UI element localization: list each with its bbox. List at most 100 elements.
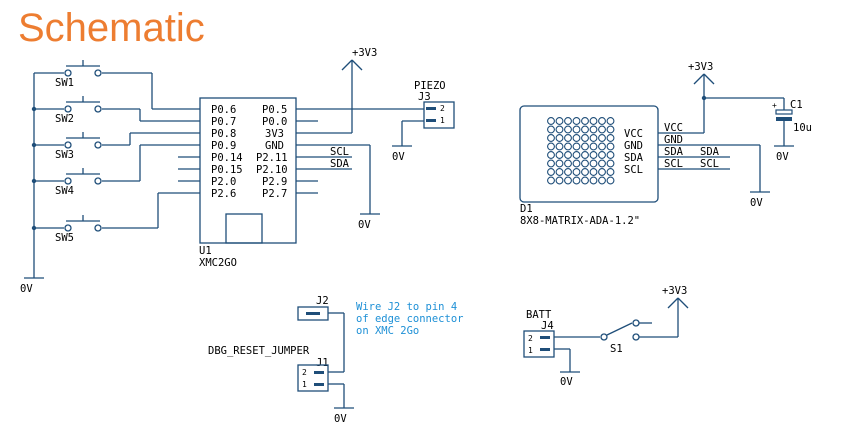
switch-sw1-label: SW1 [55, 77, 74, 89]
led-dot [572, 168, 581, 176]
led-dot [598, 159, 606, 168]
led-dot [606, 125, 615, 134]
led-dot [564, 142, 572, 151]
j1-connector [297, 364, 329, 392]
led-dot [572, 151, 581, 159]
d1-pin-gnd-outer: GND [664, 134, 683, 146]
u1-pin-p0-9: P0.9 [211, 140, 236, 152]
led-dot [564, 176, 572, 185]
led-dot [581, 176, 589, 185]
led-dot [589, 176, 598, 185]
u1-pin-p0-0: P0.0 [262, 116, 287, 128]
led-dot [598, 168, 606, 176]
j1-pin-2 [314, 371, 324, 374]
u1-pin-p2-9: P2.9 [262, 176, 287, 188]
piezo-pin-1-label: 1 [440, 116, 445, 125]
d1-pin-scl-outer: SCL [664, 158, 683, 170]
u1-pin-p2-6: P2.6 [211, 188, 236, 200]
u1-pin-p2-0: P2.0 [211, 176, 236, 188]
u1-value: XMC2GO [199, 257, 237, 269]
j1-pin-1 [314, 383, 324, 386]
led-dot [564, 117, 572, 125]
led-dot [555, 134, 564, 142]
j4-pin-2-label: 2 [528, 334, 533, 343]
led-dot [564, 168, 572, 176]
page-title: Schematic [18, 6, 205, 50]
led-dot [572, 125, 581, 134]
piezo-name: PIEZO [414, 80, 446, 92]
j4-connector [523, 330, 555, 358]
piezo-pin-2-label: 2 [440, 104, 445, 113]
supply-label-d1: +3V3 [688, 61, 713, 73]
j2-pin [306, 312, 320, 315]
batt-name: BATT [526, 309, 552, 321]
j1-ref: J1 [316, 357, 329, 369]
ground-label-piezo: 0V [392, 151, 405, 163]
note-line-2: of edge connector [356, 313, 463, 325]
led-dot [581, 125, 589, 134]
s1-ref: S1 [610, 343, 623, 355]
piezo-pin-2 [426, 107, 436, 110]
note-line-3: on XMC 2Go [356, 325, 419, 337]
led-dot [547, 168, 555, 176]
led-dot [606, 134, 615, 142]
d1-pin-vcc-inner: VCC [624, 128, 643, 140]
net-label-scl-d1: SCL [700, 158, 719, 170]
led-dot [589, 168, 598, 176]
d1-pin-gnd-inner: GND [624, 140, 643, 152]
led-dot [547, 142, 555, 151]
led-dot [581, 117, 589, 125]
switch-sw1 [34, 60, 200, 110]
net-label-scl-u1: SCL [330, 146, 349, 158]
switch-sw3-label: SW3 [55, 149, 74, 161]
supply-label-u1: +3V3 [352, 47, 377, 59]
j4-pin-1-label: 1 [528, 346, 533, 355]
led-dot [555, 159, 564, 168]
led-dot [589, 134, 598, 142]
d1-value: 8X8-MATRIX-ADA-1.2" [520, 215, 640, 227]
switch-sw3 [34, 132, 200, 149]
c1-plate-top [775, 109, 793, 115]
j1-pin-1-label: 1 [302, 380, 307, 389]
u1-right-pin-stubs [296, 120, 318, 194]
ground-label-c1: 0V [776, 151, 789, 163]
u1-pin-p0-5: P0.5 [262, 104, 287, 116]
switch-junction-5 [31, 225, 37, 231]
d1-ref: D1 [520, 203, 533, 215]
ground-label-j4: 0V [560, 376, 573, 388]
u1-pin-3v3: 3V3 [265, 128, 284, 140]
switch-sw4-label: SW4 [55, 185, 74, 197]
led-dot [606, 168, 615, 176]
led-dot [555, 125, 564, 134]
switch-junction-4 [31, 178, 37, 184]
led-dot [581, 168, 589, 176]
ground-label-switches: 0V [20, 283, 33, 295]
d1-pin-sda-inner: SDA [624, 152, 644, 164]
led-dot [606, 117, 615, 125]
c1-ref: C1 [790, 99, 803, 111]
led-dot [581, 134, 589, 142]
c1-polarity: + [772, 101, 777, 110]
led-dot [555, 117, 564, 125]
led-dot [589, 159, 598, 168]
u1-usb-connector [225, 213, 263, 244]
led-dot [555, 176, 564, 185]
batt-ref: J4 [541, 320, 554, 332]
led-dot [572, 134, 581, 142]
u1-left-pin-stubs [178, 156, 200, 182]
u1-pin-p2-11: P2.11 [256, 152, 288, 164]
piezo-connector [423, 101, 455, 129]
j4-pin-1 [540, 348, 550, 351]
switch-sw2-label: SW2 [55, 113, 74, 125]
net-label-sda-u1: SDA [330, 158, 350, 170]
u1-pin-p0-14: P0.14 [211, 152, 243, 164]
led-dot [606, 142, 615, 151]
ground-label-j1: 0V [334, 413, 347, 425]
j2-ref: J2 [316, 295, 329, 307]
c1-value: 10u [793, 122, 812, 134]
piezo-ref: J3 [418, 91, 431, 103]
led-dot [606, 151, 615, 159]
switch-s1 [600, 298, 679, 341]
